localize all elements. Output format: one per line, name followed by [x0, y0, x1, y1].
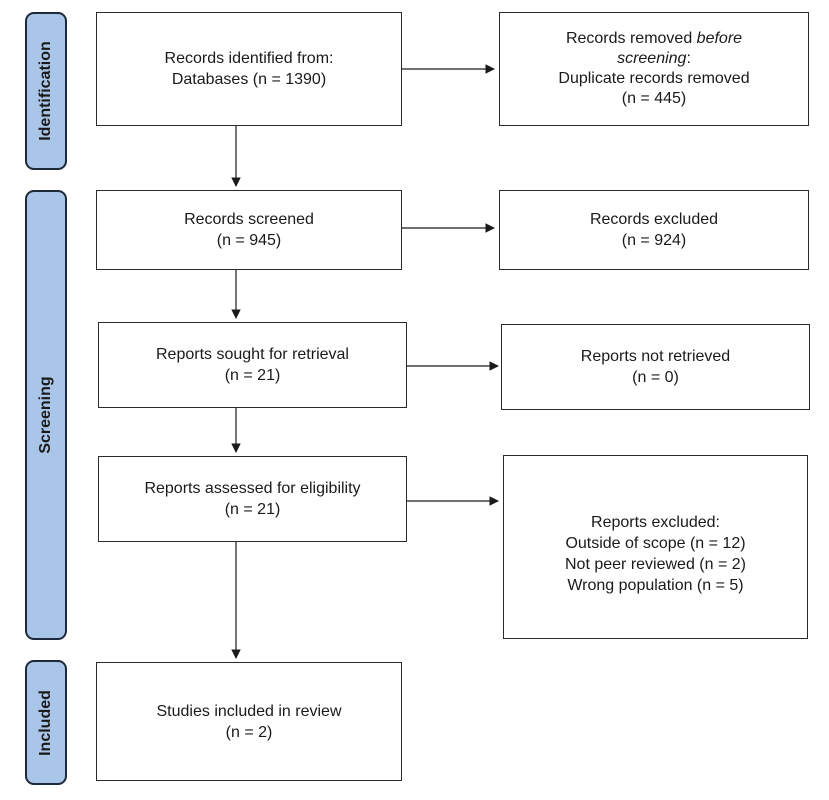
reports-excluded-box: Reports excluded: Outside of scope (n = … — [503, 455, 808, 639]
records-excluded-title: Records excluded — [589, 211, 719, 228]
reports-excluded-scope: Outside of scope (n = 12) — [565, 535, 746, 552]
reports-not-retrieved-count: (n = 0) — [632, 369, 679, 386]
records-removed-count: (n = 445) — [621, 90, 687, 107]
reports-sought-box: Reports sought for retrieval (n = 21) — [98, 322, 407, 408]
reports-assessed-title: Reports assessed for eligibility — [144, 480, 361, 497]
reports-not-retrieved-title: Reports not retrieved — [580, 348, 731, 365]
reports-excluded-peer: Not peer reviewed (n = 2) — [565, 556, 746, 573]
reports-excluded-population: Wrong population (n = 5) — [567, 577, 744, 594]
phase-identification: Identification — [25, 12, 67, 170]
reports-excluded-title: Reports excluded: — [591, 514, 720, 531]
reports-assessed-box: Reports assessed for eligibility (n = 21… — [98, 456, 407, 542]
records-removed-subtitle: screening: — [617, 50, 691, 67]
phase-included: Included — [25, 660, 67, 785]
studies-included-title: Studies included in review — [156, 702, 342, 720]
records-screened-box: Records screened (n = 945) — [96, 190, 402, 270]
records-removed-reason: Duplicate records removed — [558, 70, 750, 87]
records-identified-title: Records identified from: — [164, 50, 334, 67]
records-identified-box: Records identified from: Databases (n = … — [96, 12, 402, 126]
records-removed-title: Records removed before — [565, 30, 743, 47]
reports-sought-count: (n = 21) — [224, 367, 281, 384]
records-identified-count: Databases (n = 1390) — [171, 71, 327, 88]
records-excluded-box: Records excluded (n = 924) — [499, 190, 809, 270]
studies-included-box: Studies included in review (n = 2) — [96, 662, 402, 781]
records-removed-box: Records removed before screening: Duplic… — [499, 12, 809, 126]
records-screened-count: (n = 945) — [216, 232, 282, 249]
records-excluded-count: (n = 924) — [621, 232, 687, 249]
phase-screening: Screening — [25, 190, 67, 640]
reports-sought-title: Reports sought for retrieval — [156, 346, 349, 363]
studies-included-count: (n = 2) — [225, 723, 273, 741]
reports-assessed-count: (n = 21) — [224, 501, 281, 518]
reports-not-retrieved-box: Reports not retrieved (n = 0) — [501, 324, 810, 410]
records-screened-title: Records screened — [184, 211, 314, 228]
